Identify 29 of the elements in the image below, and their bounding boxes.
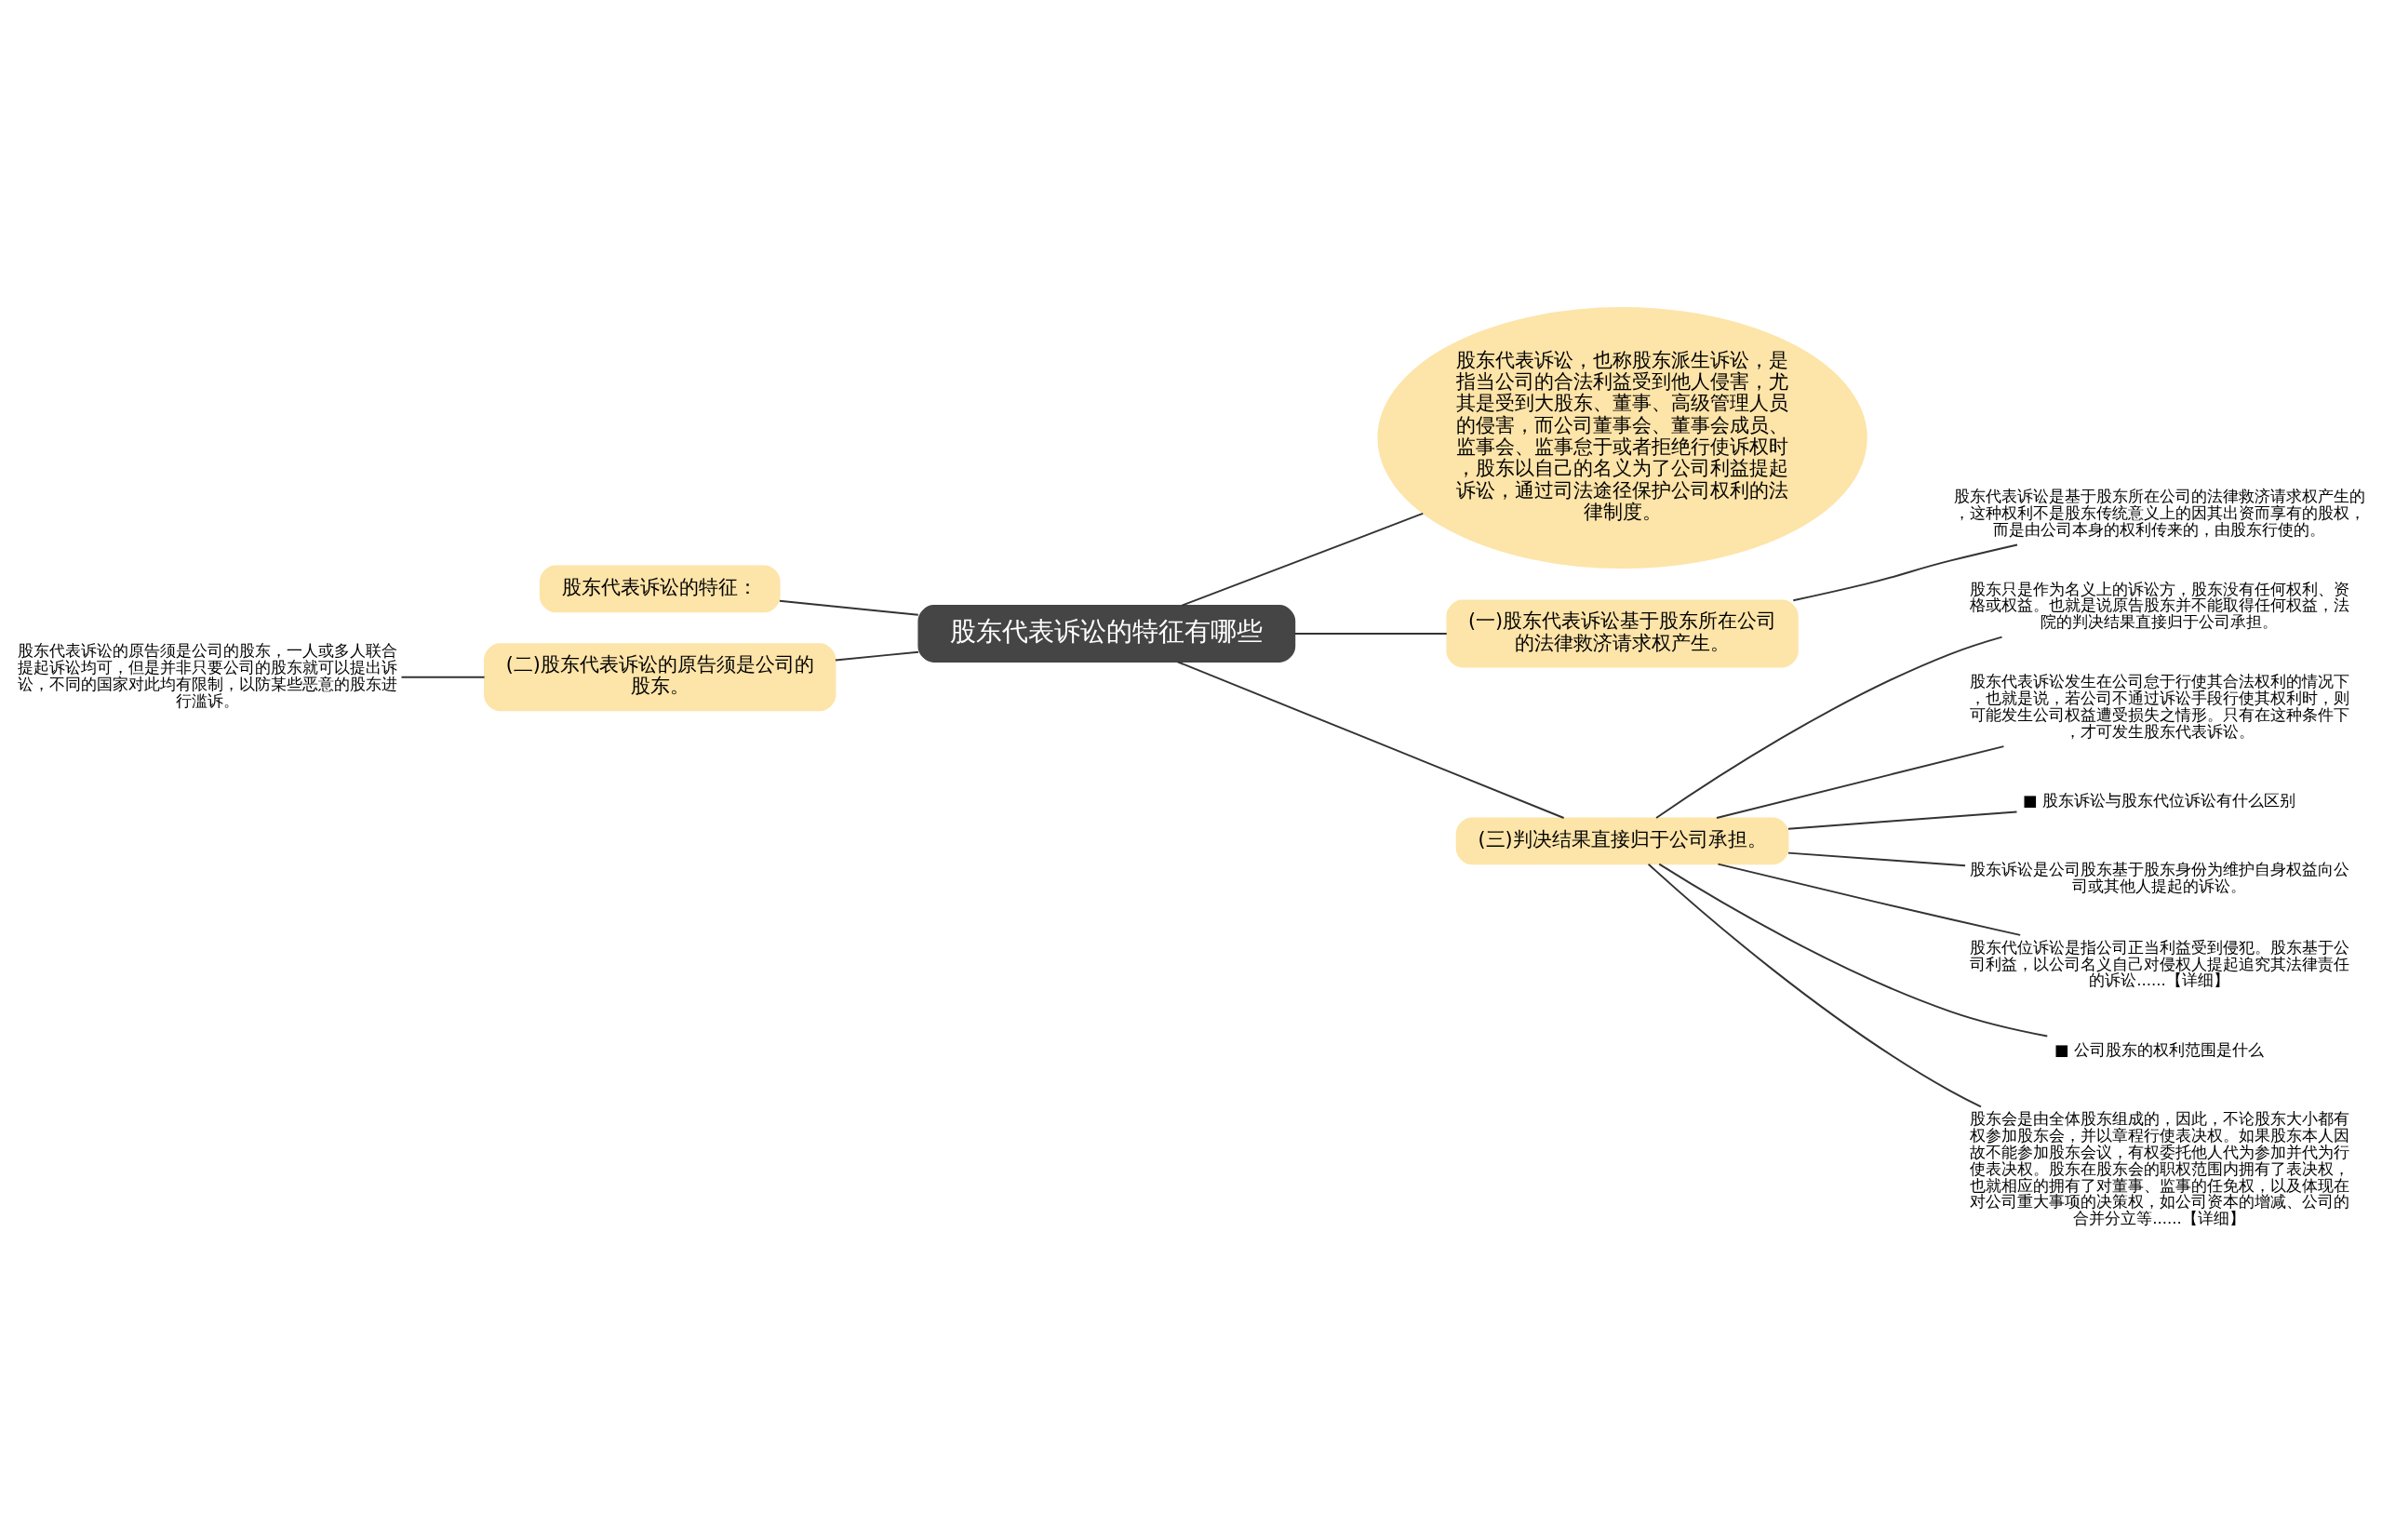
node-ellipse: 股东代表诉讼，也称股东派生诉讼，是指当公司的合法利益受到他人侵害，尤其是受到大股东、董事、高级管理人员的侵害，而公司董事会、董事会成员、监事会、监事怠于或者拒绝行使诉权时，股东以自己的名义为了公司利益提起诉讼，通过司法途径保护公司权利的法律制度。 [1377, 306, 1867, 569]
connector [1786, 810, 2018, 830]
connector [834, 650, 919, 661]
connector [1181, 512, 1425, 607]
node-text: 股东代表诉讼是基于股东所在公司的法律救济请求权产生的，这种权利不是股东传统意义上的因其出资而享有的股权，而是由公司本身的权利传来的，由股东行使的。 [1953, 487, 2365, 539]
connector [1658, 863, 2049, 1037]
node-box: (二)股东代表诉讼的原告须是公司的股东。 [484, 642, 836, 711]
node-text: 股东诉讼是公司股东基于股东身份为维护自身权益向公司或其他人提起的诉讼。 [1969, 860, 2349, 895]
node-box: 股东代表诉讼的特征： [539, 564, 781, 612]
connector [1716, 744, 2005, 819]
connector [1655, 636, 2003, 819]
connector [1176, 660, 1565, 819]
connector [400, 676, 486, 678]
connector [1792, 543, 2018, 601]
node-box: (一)股东代表诉讼基于股东所在公司的法律救济请求权产生。 [1446, 599, 1799, 667]
node-text: 股东会是由全体股东组成的，因此，不论股东大小都有权参加股东会，并以章程行使表决权。如果股东本人因故不能参加股东会议，有权委托他人代为参加并代为行使表决权。股东在股东会的职权范围内拥有了表决权，也就相应的拥有了对董事、监事的任免权，以及体现在对公司重大事项的决策权，如公司资本的增减、公司的合并分立等......【详细】 [1969, 1109, 2349, 1227]
connector [1786, 851, 1967, 866]
connector [1293, 632, 1448, 635]
node-text: 股东只是作为名义上的诉讼方，股东没有任何权利、资格或权益。也就是说原告股东并不能取得任何权益，法院的判决结果直接归于公司承担。 [1969, 580, 2349, 631]
node-text: ■ 公司股东的权利范围是什么 [2054, 1040, 2264, 1059]
node-box: 股东代表诉讼的特征有哪些 [917, 604, 1296, 663]
node-text: ■ 股东诉讼与股东代位诉讼有什么区别 [2023, 791, 2295, 809]
connector [1647, 863, 1982, 1107]
node-box: (三)判决结果直接归于公司承担。 [1455, 816, 1789, 864]
node-text: 股东代表诉讼的原告须是公司的股东，一人或多人联合提起诉讼均可，但是并非只要公司的股东就可以提出诉讼，不同的国家对此均有限制，以防某些恶意的股东进行滥诉。 [17, 641, 397, 710]
connector [1717, 863, 2022, 936]
node-text: 股东代位诉讼是指公司正当利益受到侵犯。股东基于公司利益，以公司名义自己对侵权人提起追究其法律责任的诉讼......【详细】 [1969, 938, 2349, 989]
node-text: 股东代表诉讼发生在公司怠于行使其合法权利的情况下，也就是说，若公司不通过诉讼手段行使其权利时，则可能发生公司权益遭受损失之情形。只有在这种条件下，才可发生股东代表诉讼。 [1969, 672, 2349, 741]
connector [778, 599, 919, 616]
